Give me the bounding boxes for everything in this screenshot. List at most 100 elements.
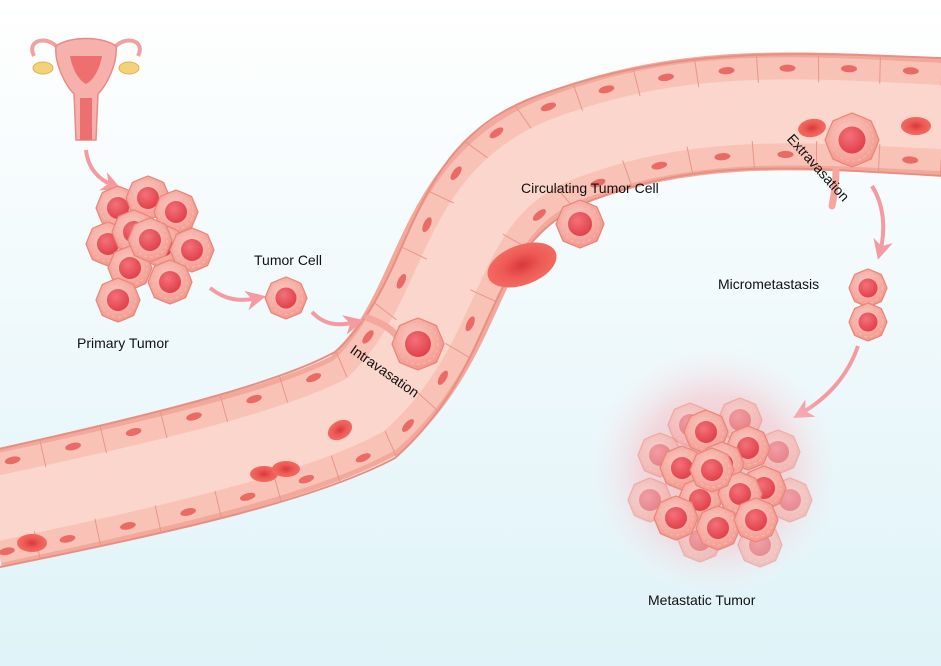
endothelial-nucleus	[402, 419, 414, 432]
tumor-cell	[695, 505, 741, 551]
endothelial-nucleus	[4, 456, 21, 465]
endothelial-junction	[755, 54, 759, 83]
endothelial-junction	[330, 455, 341, 483]
endothelial-nucleus	[120, 521, 136, 530]
endothelial-junction	[428, 190, 454, 204]
red-blood-cell	[901, 117, 931, 135]
blood-vessel	[0, 52, 941, 569]
endothelial-junction	[373, 302, 397, 321]
endothelial-nucleus	[714, 153, 731, 161]
endothelial-nucleus	[902, 67, 919, 75]
endothelial-junction	[751, 140, 755, 169]
endothelial-nucleus	[239, 492, 256, 501]
tumor-cell	[147, 259, 193, 305]
endothelial-junction	[470, 289, 497, 302]
vessel-lumen	[0, 79, 941, 541]
endothelial-nucleus	[298, 474, 315, 484]
endothelial-junction	[278, 375, 289, 403]
tumor-cell	[653, 495, 699, 541]
endothelial-junction	[94, 518, 102, 547]
red-blood-cell	[798, 118, 826, 138]
endothelial-nucleus	[437, 370, 449, 385]
label-micrometastasis: Micrometastasis	[718, 276, 820, 292]
red-blood-cell	[327, 419, 353, 441]
endothelial-nucleus	[422, 217, 432, 233]
endothelial-nucleus	[465, 316, 475, 332]
tumor-cell	[153, 189, 199, 235]
tumor-cell	[848, 302, 888, 342]
label-metastatic-tumor: Metastatic Tumor	[648, 592, 756, 608]
endothelial-nucleus	[598, 85, 615, 94]
endothelial-junction	[273, 474, 282, 502]
tumor-cell	[555, 199, 605, 249]
endothelial-nucleus	[246, 394, 262, 404]
red-blood-cell	[250, 466, 278, 482]
endothelial-junction	[219, 394, 228, 422]
arrow-primary-to-tumor-cell	[208, 286, 266, 311]
endothelial-junction	[159, 410, 168, 439]
endothelial-nucleus	[658, 73, 674, 82]
endothelial-nucleus	[841, 65, 857, 73]
tumor-cell	[733, 497, 779, 543]
endothelial-nucleus	[125, 428, 142, 436]
endothelial-nucleus	[540, 102, 557, 112]
tumor-cell	[391, 317, 445, 371]
red-blood-cell	[17, 534, 47, 552]
endothelial-junction	[154, 505, 162, 533]
arrow-tumor-cell-to-vessel	[310, 310, 364, 335]
red-blood-cell	[487, 242, 557, 288]
endothelial-nucleus	[186, 412, 202, 421]
endothelial-nucleus	[306, 373, 322, 383]
endothelial-junction	[879, 55, 881, 84]
tumor-cell	[824, 112, 880, 168]
endothelial-nucleus	[396, 273, 407, 289]
endothelial-junction	[99, 425, 107, 454]
endothelial-junction	[464, 140, 488, 159]
uterus-icon	[30, 37, 142, 141]
endothelial-junction	[686, 146, 694, 175]
tumor-cell	[95, 277, 141, 323]
tumor-cell	[169, 227, 215, 273]
endothelial-junction	[416, 391, 439, 412]
arrow-extravasation-to-micro	[870, 184, 893, 260]
vessel-edge-bottom	[0, 167, 941, 569]
tumor-cell	[127, 217, 173, 263]
endothelial-nucleus	[590, 178, 606, 188]
endothelial-junction	[214, 490, 222, 519]
endothelial-junction	[514, 105, 532, 129]
tumor-cells	[85, 112, 888, 568]
tumor-cell	[848, 268, 888, 308]
endothelial-nucleus	[355, 453, 371, 463]
endothelial-cells	[0, 54, 941, 559]
vessel-edge-top	[0, 53, 941, 450]
endothelial-nucleus	[450, 166, 462, 181]
endothelial-junction	[572, 83, 583, 111]
endothelial-junction	[445, 342, 470, 359]
endothelial-nucleus	[0, 547, 15, 556]
label-tumor-cell: Tumor Cell	[254, 252, 322, 268]
endothelial-junction	[335, 350, 348, 378]
endothelial-nucleus	[489, 127, 504, 139]
tumor-cell	[689, 447, 735, 493]
endothelial-junction	[694, 59, 700, 88]
red-blood-cells	[17, 117, 931, 552]
endothelial-nucleus	[65, 442, 81, 451]
red-blood-cell	[272, 461, 300, 477]
endothelial-junction	[39, 439, 47, 468]
arrow-uterus-to-primary	[84, 149, 122, 191]
endothelial-junction	[622, 160, 633, 187]
endothelial-junction	[877, 144, 881, 173]
endothelial-junction	[384, 430, 397, 457]
endothelial-nucleus	[59, 535, 76, 543]
extravasation-pseudopod	[828, 166, 840, 210]
endothelial-junction	[401, 246, 428, 260]
endothelial-nucleus	[362, 330, 374, 344]
endothelial-nucleus	[777, 150, 794, 159]
label-circulating-tumor-cell: Circulating Tumor Cell	[521, 180, 659, 196]
endothelial-nucleus	[532, 209, 546, 221]
tumor-cell	[264, 276, 308, 320]
endothelial-junction	[632, 68, 641, 97]
endothelial-nucleus	[651, 161, 668, 170]
